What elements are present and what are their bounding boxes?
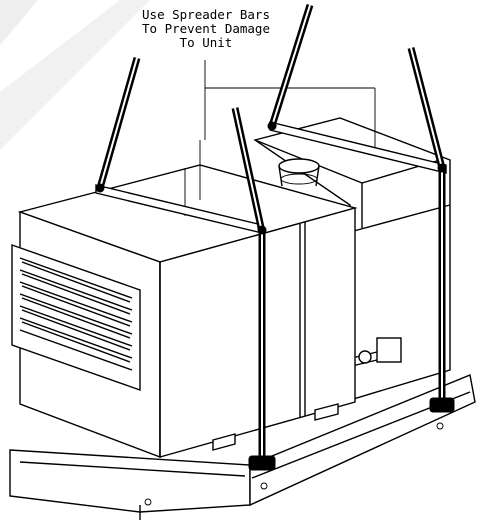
spreader-bar-note: Use Spreader Bars To Prevent Damage To U…	[142, 7, 270, 50]
exhaust-vent	[278, 158, 320, 187]
gas-valve	[351, 337, 402, 367]
leader-lines	[199, 60, 376, 200]
watermark-stripe	[0, 0, 150, 150]
watermark-stripe	[0, 0, 38, 45]
lifting-clamps	[95, 121, 455, 471]
base-skid	[9, 374, 476, 520]
louver-panel	[11, 244, 141, 391]
